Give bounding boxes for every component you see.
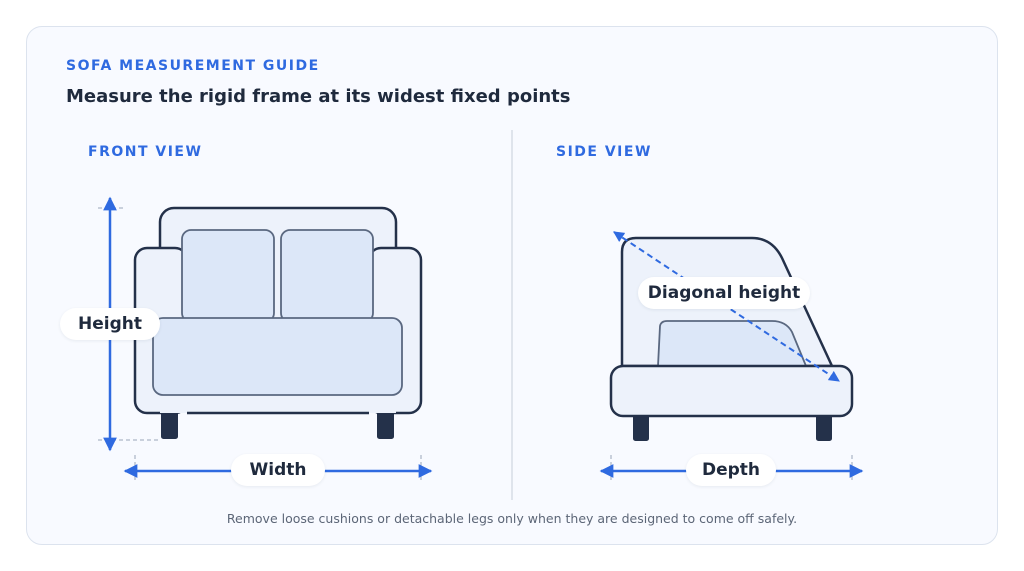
front-back-cushion-left: [181, 229, 275, 323]
side-seat-base: [609, 364, 854, 418]
front-seat-cushion: [152, 317, 403, 396]
side-leg-back: [816, 414, 832, 441]
width-label: Width: [231, 454, 325, 486]
view-divider: [511, 130, 513, 500]
guide-headline: Measure the rigid frame at its widest fi…: [66, 86, 571, 107]
depth-label: Depth: [686, 454, 776, 486]
height-label: Height: [60, 308, 160, 340]
side-sofa: [609, 236, 854, 441]
front-back-cushion-right: [280, 229, 374, 323]
guide-footnote: Remove loose cushions or detachable legs…: [226, 511, 798, 526]
guide-eyebrow: SOFA MEASUREMENT GUIDE: [66, 58, 320, 74]
front-view-title: FRONT VIEW: [88, 144, 203, 160]
front-sofa: [133, 206, 423, 439]
front-leg-left: [161, 410, 178, 439]
side-view-title: SIDE VIEW: [556, 144, 652, 160]
side-leg-front: [633, 414, 649, 441]
diagonal-height-label: Diagonal height: [638, 277, 810, 309]
front-leg-right: [377, 410, 394, 439]
